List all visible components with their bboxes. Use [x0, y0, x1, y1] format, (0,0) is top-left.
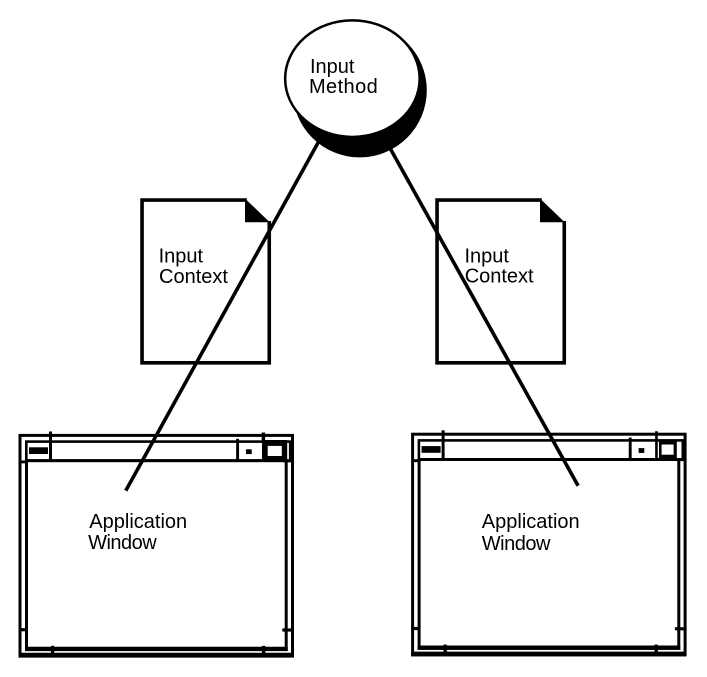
svg-text:Context: Context — [465, 266, 534, 288]
svg-text:Application: Application — [482, 511, 580, 533]
svg-text:Method: Method — [309, 76, 378, 98]
svg-text:Context: Context — [159, 266, 228, 288]
svg-text:Application: Application — [89, 511, 187, 533]
svg-text:Input: Input — [159, 246, 204, 268]
svg-text:Input: Input — [465, 246, 510, 268]
svg-text:Window: Window — [482, 533, 551, 555]
svg-text:Window: Window — [88, 532, 157, 554]
svg-text:Input: Input — [310, 56, 355, 78]
